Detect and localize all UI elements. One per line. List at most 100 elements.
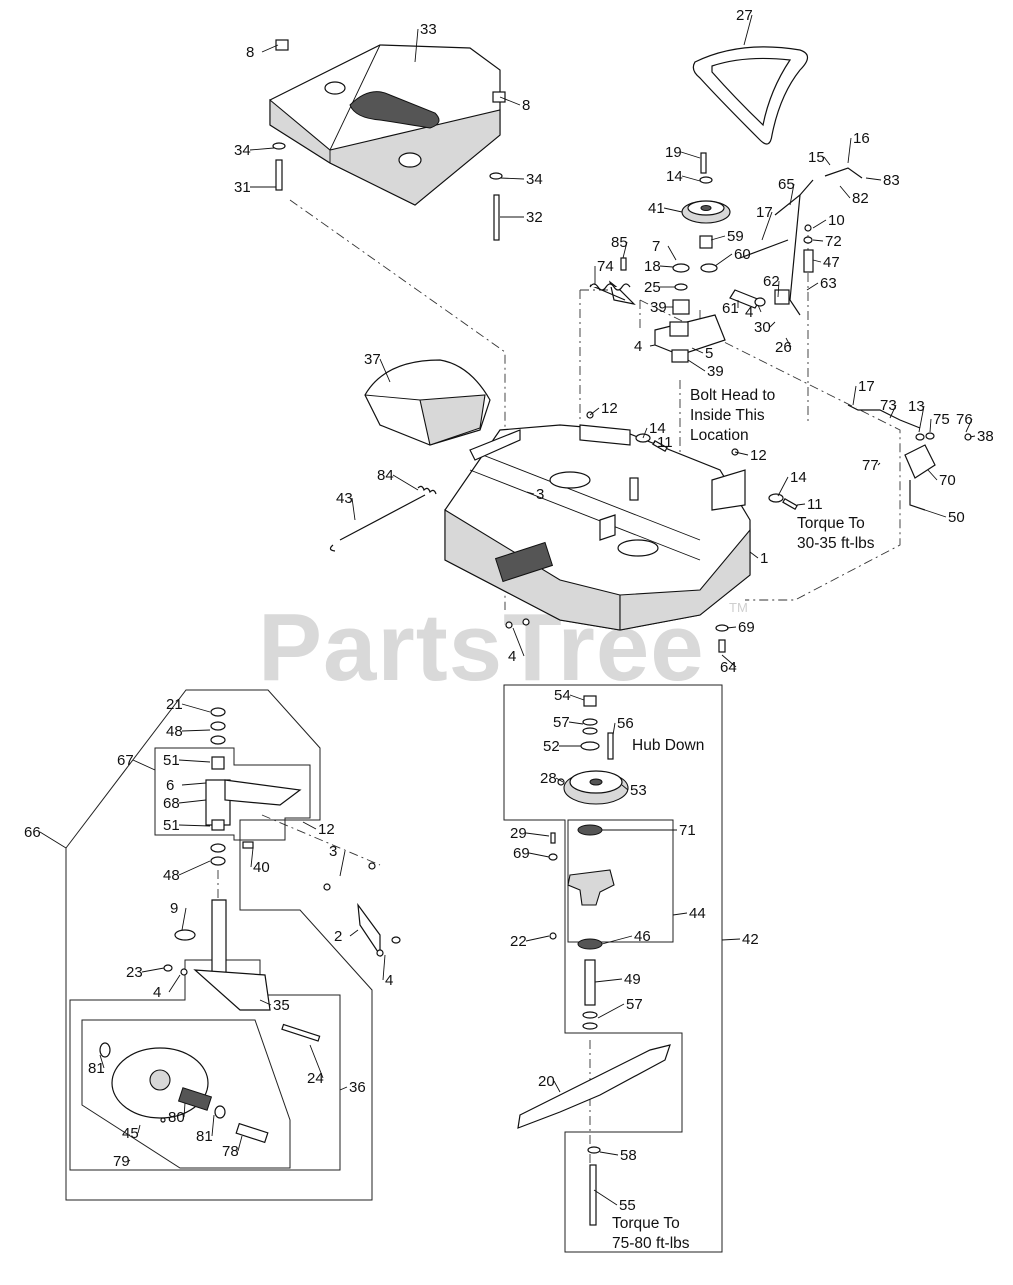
callout-label-13: 13 <box>908 398 925 415</box>
callout-leader-55 <box>593 1189 618 1206</box>
callout-label-16: 16 <box>853 130 870 147</box>
callout-leader-76 <box>965 418 973 433</box>
callout-leader-69 <box>528 852 550 858</box>
callout-label-76: 76 <box>956 411 973 428</box>
belt-27 <box>692 46 809 145</box>
callout-leader-8 <box>261 44 279 53</box>
callout-leader-62 <box>777 280 780 298</box>
callout-label-3: 3 <box>536 486 544 503</box>
callout-leader-37 <box>379 358 391 383</box>
callout-label-27: 27 <box>736 7 753 24</box>
callout-leader-24 <box>309 1044 324 1079</box>
callout-label-35: 35 <box>273 997 290 1014</box>
callout-leader-56 <box>612 722 616 736</box>
callout-label-75: 75 <box>933 411 950 428</box>
callout-leader-14 <box>777 476 789 497</box>
torque-30-35-note-line1: Torque To <box>797 515 865 532</box>
callout-leader-11 <box>652 441 656 445</box>
callout-leader-46 <box>601 935 633 945</box>
bolt-head-note-line3: Location <box>690 427 749 444</box>
callout-label-36: 36 <box>349 1079 366 1096</box>
callout-label-71: 71 <box>679 822 696 839</box>
callout-label-73: 73 <box>880 397 897 414</box>
callout-label-55: 55 <box>619 1197 636 1214</box>
callout-label-12: 12 <box>601 400 618 417</box>
callout-leader-45 <box>137 1124 141 1134</box>
callout-label-61: 61 <box>722 300 739 317</box>
callout-leader-73 <box>889 404 897 419</box>
callout-leader-6 <box>181 782 207 786</box>
callout-label-15: 15 <box>808 149 825 166</box>
callout-leaders <box>39 14 976 1206</box>
callout-label-81: 81 <box>196 1128 213 1145</box>
callout-leader-80 <box>183 1102 186 1118</box>
callout-leader-49 <box>594 978 623 983</box>
callout-leader-34 <box>499 177 525 180</box>
callout-label-51: 51 <box>163 817 180 834</box>
callout-leader-57 <box>568 721 584 725</box>
callout-leader-3 <box>339 850 346 877</box>
callout-label-57: 57 <box>553 714 570 731</box>
callout-leader-10 <box>812 219 827 229</box>
spindle-assembly-box-42 <box>503 684 723 1253</box>
callout-label-11: 11 <box>657 434 673 451</box>
height-linkage <box>739 167 972 511</box>
callout-leader-9 <box>181 907 187 931</box>
callout-leader-5 <box>691 347 704 354</box>
callout-label-4: 4 <box>153 984 161 1001</box>
callout-leader-39 <box>687 359 706 372</box>
callout-label-14: 14 <box>649 420 666 437</box>
callout-leader-59 <box>710 235 726 241</box>
caster-arm-box-67 <box>154 747 311 841</box>
callout-leader-68 <box>178 799 207 804</box>
callout-leader-19 <box>680 151 701 159</box>
callout-label-81: 81 <box>88 1060 105 1077</box>
bolt-head-note-line1: Bolt Head to <box>690 387 775 404</box>
torque-75-80-note-line1: Torque To <box>612 1215 680 1232</box>
callout-leader-51 <box>178 824 211 827</box>
callout-leader-22 <box>525 935 550 942</box>
callout-leader-11 <box>796 503 806 506</box>
callout-label-43: 43 <box>336 490 353 507</box>
callout-leader-65 <box>789 183 795 206</box>
callout-leader-38 <box>969 435 976 438</box>
callout-label-17: 17 <box>858 378 875 395</box>
callout-leader-81 <box>99 1054 105 1069</box>
torque-30-35-note-line2: 30-35 ft-lbs <box>797 535 875 552</box>
callout-leader-40 <box>250 847 254 868</box>
callout-label-41: 41 <box>648 200 665 217</box>
callout-label-7: 7 <box>652 238 660 255</box>
callout-label-12: 12 <box>750 447 767 464</box>
callout-label-42: 42 <box>742 931 759 948</box>
callout-label-19: 19 <box>665 144 682 161</box>
callout-label-82: 82 <box>852 190 869 207</box>
callout-leader-14 <box>642 427 648 439</box>
callout-label-24: 24 <box>307 1070 324 1087</box>
callout-leader-44 <box>672 912 688 916</box>
callout-leader-4 <box>649 344 656 347</box>
callout-leader-4 <box>382 954 386 981</box>
callout-label-59: 59 <box>727 228 744 245</box>
callout-label-45: 45 <box>122 1125 139 1142</box>
callout-leader-4 <box>757 304 762 313</box>
callout-label-48: 48 <box>166 723 183 740</box>
callout-leader-70 <box>927 469 938 481</box>
callout-label-78: 78 <box>222 1143 239 1160</box>
callout-label-4: 4 <box>385 972 393 989</box>
callout-label-6: 6 <box>166 777 174 794</box>
callout-leader-64 <box>721 654 737 668</box>
cover-hardware <box>272 39 506 241</box>
spring-74 <box>589 257 631 291</box>
callout-leader-82 <box>839 185 851 199</box>
spindle-housing-box-44 <box>567 819 674 943</box>
callout-leader-79 <box>128 1159 131 1162</box>
callout-label-39: 39 <box>707 363 724 380</box>
callout-leader-75 <box>929 418 932 433</box>
callout-label-69: 69 <box>513 845 530 862</box>
callout-leader-12 <box>589 407 600 416</box>
callout-leader-12 <box>302 821 317 830</box>
callout-label-40: 40 <box>253 859 270 876</box>
callout-label-9: 9 <box>170 900 178 917</box>
callout-label-79: 79 <box>113 1153 130 1170</box>
callout-label-64: 64 <box>720 659 737 676</box>
